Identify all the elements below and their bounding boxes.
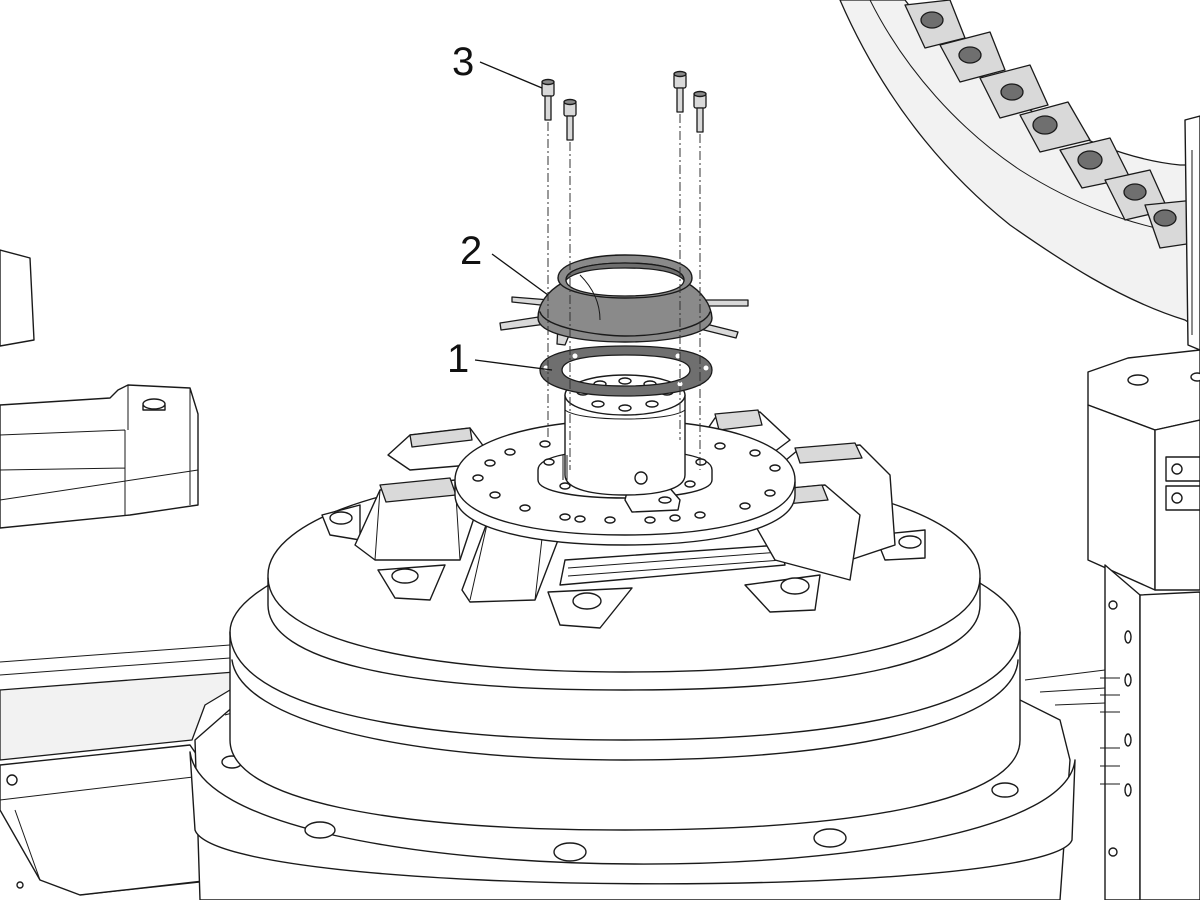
part-1-gasket bbox=[539, 345, 713, 397]
right-cabinet bbox=[1024, 349, 1200, 900]
callout-1: 1 bbox=[447, 337, 553, 381]
part-3-screws bbox=[541, 70, 707, 141]
callout-2-label: 2 bbox=[460, 229, 482, 273]
callout-3-label: 3 bbox=[452, 40, 474, 84]
callout-1-label: 1 bbox=[447, 337, 469, 381]
callout-3: 3 bbox=[452, 40, 543, 89]
assembly-centerlines bbox=[547, 114, 701, 470]
callout-2: 2 bbox=[460, 229, 549, 296]
cable-carrier bbox=[839, 0, 1200, 351]
left-housing bbox=[0, 249, 199, 529]
part-2-cover-ring bbox=[499, 254, 749, 346]
